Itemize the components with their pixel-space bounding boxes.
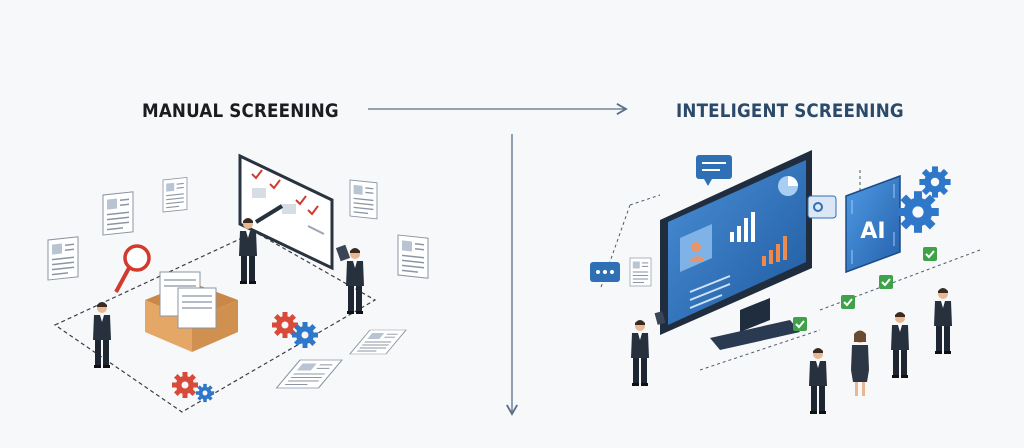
person-with-magnifier [93,302,111,368]
checkmark-icon [922,246,938,262]
profile-card [680,224,712,272]
gear-icon [897,191,939,233]
person-with-tablet [631,320,649,386]
gear-icon [919,166,951,198]
dashed-floor-outline [53,231,377,413]
checkmark-icon [840,294,856,310]
document-icon [47,236,79,281]
manual-scene [47,153,429,413]
whiteboard-panel [238,153,334,271]
gear-icon [195,383,215,403]
manual-screening-title: MANUAL SCREENING [142,100,339,122]
candidate-person [891,312,909,378]
magnifier-icon [114,244,151,293]
ai-chip-label: AI [860,219,885,244]
chat-bubble-icon [696,155,732,186]
document-icon [162,176,188,213]
document-icon [102,191,134,236]
intelligent-scene: AI [590,150,981,414]
document-icon [275,358,344,390]
chat-bubble-icon [590,262,620,282]
candidate-person [809,348,827,414]
document-icon [348,329,407,355]
document-icon [629,257,652,287]
checkmark-icon [792,316,808,332]
checkmark-icon [878,274,894,290]
candidate-person [934,288,952,354]
gear-icon [172,372,198,398]
bar-chart-icon [762,236,787,266]
chat-bubble-icon [807,195,837,219]
checkmark-icon [251,169,319,216]
document-icon [349,179,378,220]
document-icon [397,234,429,279]
candidate-person [851,330,869,396]
intelligent-screening-title: INTELIGENT SCREENING [676,100,904,122]
ai-chip-icon: AI [845,174,901,274]
pie-chart-icon [778,176,798,196]
paper-box [145,271,238,352]
bar-chart-icon [730,212,755,242]
gear-icon [292,322,318,348]
